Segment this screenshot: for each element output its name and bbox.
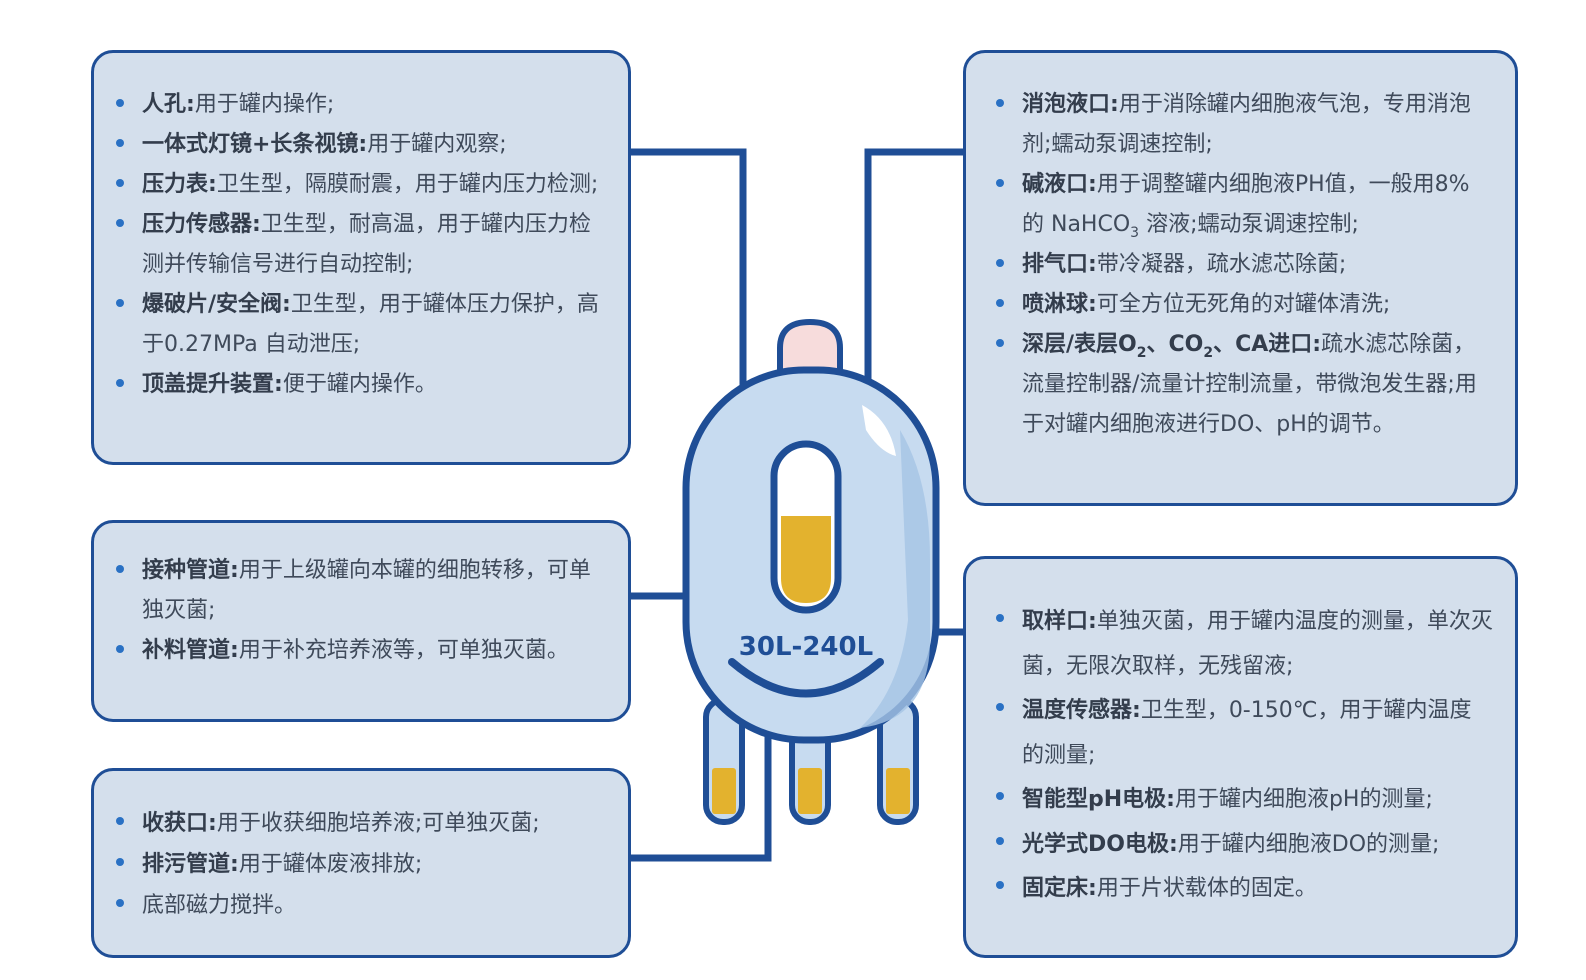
features-box-top-right: 消泡液口:用于消除罐内细胞液气泡，专用消泡剂;蠕动泵调速控制; 碱液口:用于调整… bbox=[963, 50, 1518, 506]
feature-item: 爆破片/安全阀:卫生型，用于罐体压力保护，高于0.27MPa 自动泄压; bbox=[116, 285, 606, 365]
feature-item: 取样口:单独灭菌，用于罐内温度的测量，单次灭菌，无限次取样，无残留液; bbox=[996, 600, 1493, 689]
feature-item: 收获口:用于收获细胞培养液;可单独灭菌; bbox=[116, 803, 606, 844]
feature-item: 人孔:用于罐内操作; bbox=[116, 85, 606, 125]
feature-item: 顶盖提升装置:便于罐内操作。 bbox=[116, 365, 606, 405]
smile-curve bbox=[728, 658, 884, 698]
features-box-top-left: 人孔:用于罐内操作; 一体式灯镜+长条视镜:用于罐内观察; 压力表:卫生型，隔膜… bbox=[91, 50, 631, 465]
feature-item: 温度传感器:卫生型，0-150℃，用于罐内温度的测量; bbox=[996, 689, 1493, 778]
feature-item: 碱液口:用于调整罐内细胞液PH值，一般用8% 的 NaHCO3 溶液;蠕动泵调速… bbox=[996, 165, 1493, 245]
feature-item: 固定床:用于片状载体的固定。 bbox=[996, 867, 1493, 912]
features-box-bottom-left: 收获口:用于收获细胞培养液;可单独灭菌; 排污管道:用于罐体废液排放; 底部磁力… bbox=[91, 768, 631, 958]
feature-item: 压力传感器:卫生型，耐高温，用于罐内压力检测并传输信号进行自动控制; bbox=[116, 205, 606, 285]
vessel-cap bbox=[777, 318, 843, 381]
feature-item: 接种管道:用于上级罐向本罐的细胞转移，可单独灭菌; bbox=[116, 551, 606, 631]
connector-top-right bbox=[864, 148, 963, 385]
vessel-label: 30L-240L bbox=[739, 632, 873, 662]
feature-item: 压力表:卫生型，隔膜耐震，用于罐内压力检测; bbox=[116, 165, 606, 205]
feature-item: 光学式DO电极:用于罐内细胞液DO的测量; bbox=[996, 823, 1493, 868]
connector-top-left bbox=[630, 148, 747, 390]
feature-item: 排气口:带冷凝器，疏水滤芯除菌; bbox=[996, 245, 1493, 285]
feature-item: 补料管道:用于补充培养液等，可单独灭菌。 bbox=[116, 631, 606, 671]
feature-item: 智能型pH电极:用于罐内细胞液pH的测量; bbox=[996, 778, 1493, 823]
feature-item: 深层/表层O2、CO2、CA进口:疏水滤芯除菌，流量控制器/流量计控制流量，带微… bbox=[996, 325, 1493, 445]
feature-item: 消泡液口:用于消除罐内细胞液气泡，专用消泡剂;蠕动泵调速控制; bbox=[996, 85, 1493, 165]
features-box-bottom-right: 取样口:单独灭菌，用于罐内温度的测量，单次灭菌，无限次取样，无残留液; 温度传感… bbox=[963, 556, 1518, 958]
feature-item: 排污管道:用于罐体废液排放; bbox=[116, 844, 606, 885]
feature-item: 一体式灯镜+长条视镜:用于罐内观察; bbox=[116, 125, 606, 165]
connector-bottom-left bbox=[630, 720, 772, 862]
feature-item: 底部磁力搅拌。 bbox=[116, 885, 606, 926]
features-box-mid-left: 接种管道:用于上级罐向本罐的细胞转移，可单独灭菌; 补料管道:用于补充培养液等，… bbox=[91, 520, 631, 722]
liquid-level bbox=[781, 516, 831, 603]
feature-item: 喷淋球:可全方位无死角的对罐体清洗; bbox=[996, 285, 1493, 325]
